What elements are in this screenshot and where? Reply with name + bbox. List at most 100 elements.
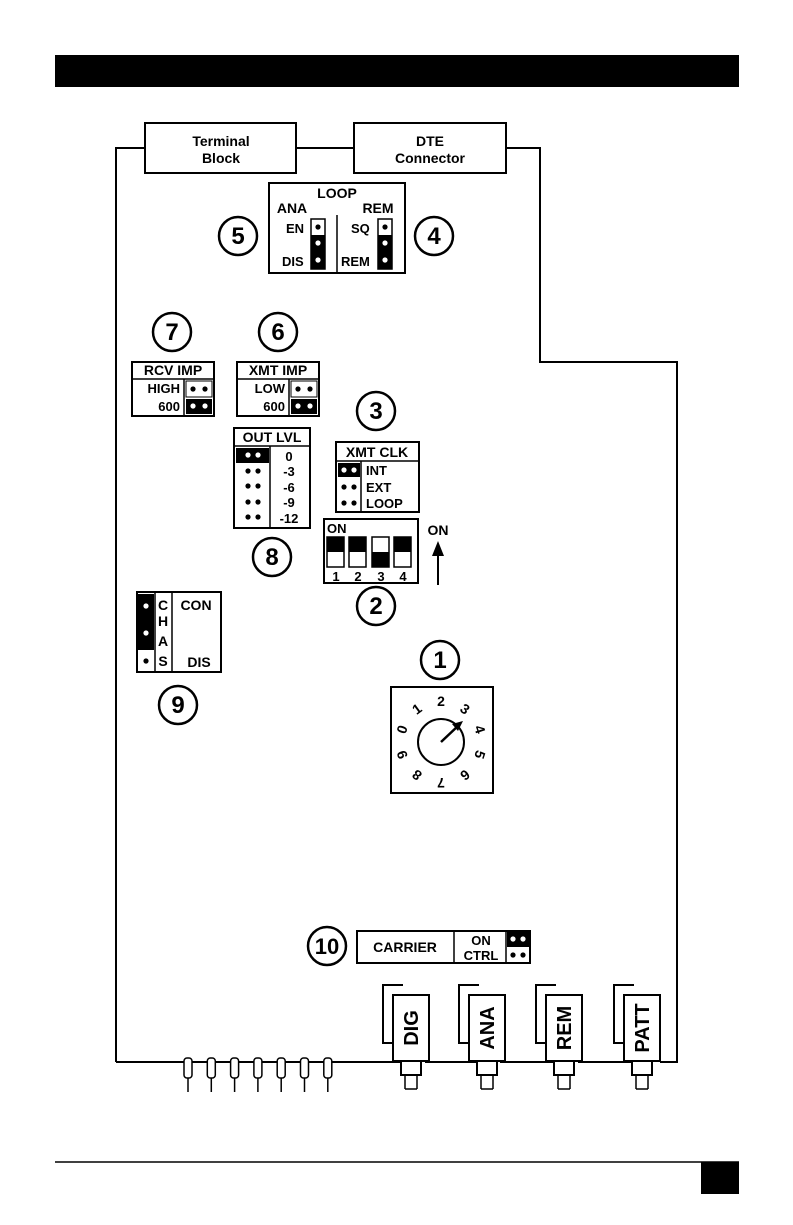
dip-toggle-4 [394,537,411,567]
callout-1: 1 [421,641,459,679]
rcv-imp-600-label: 600 [158,399,180,414]
loop-rem-label: REM [362,200,393,216]
pushbutton-dig[interactable]: DIG [383,985,429,1089]
chas-dis-label: DIS [187,654,210,670]
terminal-pin [301,1058,309,1092]
callout-label: 4 [427,223,441,250]
dip-number: 4 [399,569,407,584]
terminal-block-label-2: Block [202,150,240,166]
pushbuttons: DIG ANA REM PATT [383,985,660,1089]
dte-connector-label-1: DTE [416,133,444,149]
loop-ana-label: ANA [277,200,307,216]
callout-label: 5 [231,223,244,250]
rcv-imp-title: RCV IMP [144,362,202,378]
xmt-imp-jumper-box: XMT IMP LOW 600 [237,362,319,416]
callout-2: 2 [357,587,395,625]
rcv-imp-high-label: HIGH [148,381,181,396]
callout-10: 10 [308,927,346,965]
pushbutton-label: REM [554,1006,576,1050]
chas-letter: H [158,613,168,629]
callout-label: 6 [271,319,284,346]
loop-sq-label: SQ [351,221,370,236]
xmt-clk-option: EXT [366,480,391,495]
out-lvl-title: OUT LVL [243,429,302,445]
xmt-imp-600-label: 600 [263,399,285,414]
terminal-pin [254,1058,262,1092]
carrier-jumper-box: CARRIER ON CTRL [357,931,530,963]
xmt-clk-option: INT [366,463,387,478]
on-arrow-label: ON [428,522,449,538]
out-lvl-level: -3 [283,464,295,479]
chas-letter: S [158,653,167,669]
dip-number: 1 [332,569,339,584]
callout-4: 4 [415,217,453,255]
dip-on-label: ON [327,521,347,536]
dip-number: 2 [354,569,361,584]
callout-7: 7 [153,313,191,351]
terminal-block-label-1: Terminal [192,133,249,149]
out-lvl-jumper-box: OUT LVL 0 -3 -6 -9 -12 [234,428,310,528]
pushbutton-ana[interactable]: ANA [459,985,505,1089]
loop-rem-pos-label: REM [341,254,370,269]
carrier-ctrl-label: CTRL [464,948,499,963]
pushbutton-rem[interactable]: REM [536,985,582,1089]
carrier-on-label: ON [471,933,491,948]
callout-6: 6 [259,313,297,351]
carrier-label: CARRIER [373,939,437,955]
callout-label: 9 [171,692,184,719]
callout-3: 3 [357,392,395,430]
callout-label: 10 [315,934,339,959]
xmt-clk-jumper-box: XMT CLK INT EXT LOOP [336,442,419,512]
terminal-pin [207,1058,215,1092]
loop-dis-label: DIS [282,254,304,269]
dip-toggle-3 [372,537,389,567]
out-lvl-level: -6 [283,480,295,495]
callout-5: 5 [219,217,257,255]
xmt-clk-title: XMT CLK [346,444,408,460]
loop-jumper-box: LOOP ANA REM EN DIS SQ REM [269,183,405,273]
callout-8: 8 [253,538,291,576]
xmt-imp-low-label: LOW [255,381,286,396]
header-bar [55,55,739,87]
loop-title: LOOP [317,185,357,201]
pushbutton-label: ANA [477,1006,499,1049]
dip-toggle-1 [327,537,344,567]
terminal-pin [324,1058,332,1092]
dip-toggle-2 [349,537,366,567]
pushbutton-patt[interactable]: PATT [614,985,660,1089]
dte-connector-label-2: Connector [395,150,466,166]
rotary-digit: 2 [437,693,445,709]
chas-letter: C [158,597,168,613]
dte-connector: DTE Connector [354,123,506,173]
out-lvl-level: -12 [280,511,299,526]
pushbutton-label: PATT [632,1003,654,1052]
callout-label: 3 [369,398,382,425]
out-lvl-level: 0 [285,449,292,464]
page-number-box [701,1162,739,1194]
chas-letter: A [158,633,168,649]
terminal-pin [231,1058,239,1092]
callout-label: 2 [369,593,382,620]
chas-con-label: CON [180,597,211,613]
xmt-clk-option: LOOP [366,496,403,511]
callout-label: 7 [165,319,178,346]
callout-label: 8 [265,544,278,571]
pushbutton-label: DIG [401,1010,423,1046]
on-arrow: ON [428,522,449,585]
chas-jumper-box: C H A S CON DIS [137,592,221,672]
terminal-pin [277,1058,285,1092]
callout-label: 1 [433,647,446,674]
rcv-imp-jumper-box: RCV IMP HIGH 600 [132,362,214,416]
out-lvl-level: -9 [283,495,295,510]
xmt-imp-title: XMT IMP [249,362,307,378]
dip-switch: ON 1 2 3 4 [324,519,418,584]
rotary-digit: 7 [437,775,445,791]
loop-en-label: EN [286,221,304,236]
terminal-pins [184,1058,332,1092]
terminal-pin [184,1058,192,1092]
dip-number: 3 [377,569,384,584]
terminal-block: Terminal Block [145,123,296,173]
callout-9: 9 [159,686,197,724]
